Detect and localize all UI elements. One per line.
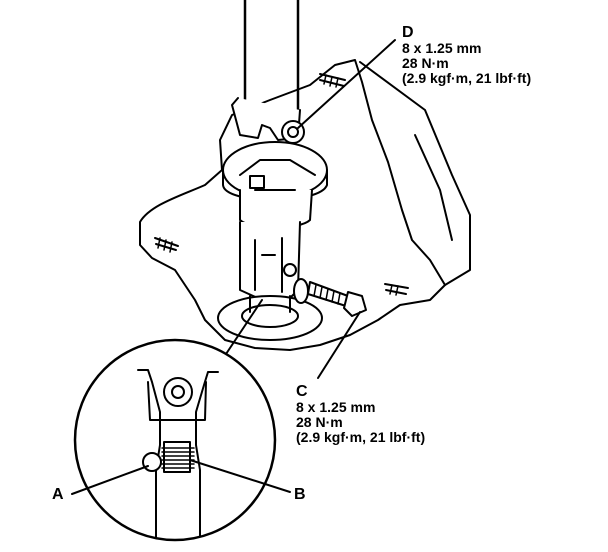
panel-edge bbox=[359, 61, 471, 286]
callout-d-letter: D bbox=[402, 24, 414, 41]
callout-c-torque-alt: (2.9 kgf·m, 21 lbf·ft) bbox=[296, 429, 426, 445]
callout-c-torque: 28 N·m bbox=[296, 414, 343, 430]
stud-left bbox=[154, 237, 179, 253]
stud-top-right bbox=[319, 73, 346, 88]
callout-d-size: 8 x 1.25 mm bbox=[402, 40, 482, 56]
callout-c-letter: C bbox=[296, 383, 308, 400]
joint-cross bbox=[239, 159, 316, 191]
callout-c-size: 8 x 1.25 mm bbox=[296, 399, 376, 415]
bolt-d-center bbox=[287, 126, 299, 138]
callout-c-spec: C 8 x 1.25 mm 28 N·m (2.9 kgf·m, 21 lbf·… bbox=[296, 383, 425, 445]
gear-shaft-neck bbox=[249, 295, 291, 313]
detail-leader bbox=[225, 299, 263, 355]
upper-shaft bbox=[243, 0, 300, 112]
callout-d-spec: D 8 x 1.25 mm 28 N·m (2.9 kgf·m, 21 lbf·… bbox=[402, 24, 531, 86]
bolt-c-head bbox=[343, 291, 367, 317]
gear-boss-outer bbox=[217, 295, 323, 341]
leader-b bbox=[189, 459, 291, 493]
gear-boss-inner bbox=[241, 304, 299, 328]
callout-b-label: B bbox=[294, 486, 306, 503]
detail-circle bbox=[73, 338, 277, 542]
callout-a-label: A bbox=[52, 486, 64, 503]
bolt-c-washer bbox=[293, 278, 309, 304]
lower-yoke-slot bbox=[254, 237, 283, 293]
flange-nut bbox=[249, 175, 265, 189]
leader-a bbox=[71, 465, 149, 495]
callout-d-torque-alt: (2.9 kgf·m, 21 lbf·ft) bbox=[402, 70, 532, 86]
detail-pin-a bbox=[142, 452, 162, 472]
bolt-c-thread bbox=[313, 284, 341, 305]
panel-inner-ridge bbox=[414, 134, 453, 241]
leader-d bbox=[297, 39, 396, 129]
joint-body bbox=[239, 189, 313, 229]
stud-bottom-right bbox=[384, 283, 409, 296]
callout-d-torque: 28 N·m bbox=[402, 55, 449, 71]
leader-c bbox=[317, 311, 361, 379]
lower-yoke bbox=[239, 221, 301, 301]
lower-yoke-hole bbox=[283, 263, 297, 277]
